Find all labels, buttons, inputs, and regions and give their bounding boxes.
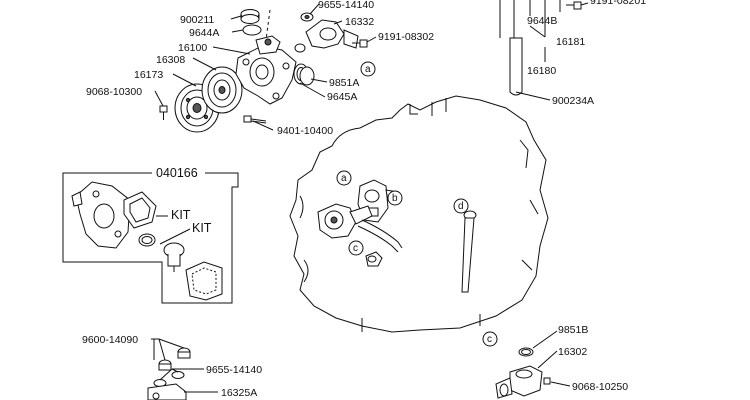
callout-d-engine: d — [453, 198, 469, 214]
callout-a-engine: a — [336, 170, 352, 186]
leader-lines-bottom-left — [151, 338, 218, 393]
bottom-right-fittings — [495, 347, 551, 399]
label-16325A: 16325A — [221, 387, 257, 399]
label-16181: 16181 — [556, 36, 585, 48]
label-9644A: 9644A — [189, 27, 219, 39]
label-9644B: 9644B — [527, 15, 557, 27]
label-9191-08302: 9191-08302 — [378, 31, 434, 43]
water-pump-body-16100 — [235, 35, 297, 105]
label-16180: 16180 — [527, 65, 556, 77]
bypass-pipe-assembly — [499, 0, 582, 96]
kit-cover-gasket — [185, 261, 223, 301]
label-16100: 16100 — [178, 42, 207, 54]
label-16308: 16308 — [156, 54, 185, 66]
label-9401-10400: 9401-10400 — [277, 125, 333, 137]
bolt-9068-10250 — [543, 377, 551, 385]
washer-9655-14140-bottom — [153, 371, 185, 387]
gasket-square — [123, 191, 157, 229]
plug-9600-14090 — [158, 347, 191, 371]
leader-lines-pipe — [515, 0, 589, 101]
label-9068-10300: 9068-10300 — [86, 86, 142, 98]
leader-lines-kit — [156, 215, 191, 245]
housing-16302 — [495, 365, 543, 399]
label-16302: 16302 — [558, 346, 587, 358]
label-9191-08201: 9191-08201 — [590, 0, 646, 7]
pulley-16308 — [201, 66, 243, 114]
callout-b-engine: b — [387, 190, 403, 206]
thermostat-housing-16332 — [294, 19, 359, 53]
labels-bottom-right: 9851B 16302 9068-10250 — [558, 324, 628, 393]
label-9655-14140-top: 9655-14140 — [318, 0, 374, 11]
labels-bottom-left: 9600-14090 9655-14140 16325A — [82, 334, 262, 399]
pipe-16180 — [509, 37, 523, 96]
fitting-16325A — [147, 383, 187, 400]
labels-pump: 900211 9644A 16100 16308 16173 9068-1030… — [86, 0, 434, 137]
labels-pipe: 9644B 9191-08201 16181 16180 900234A — [527, 0, 646, 107]
bolt-9401-10400 — [243, 115, 267, 124]
label-9851B: 9851B — [558, 324, 588, 336]
label-900211: 900211 — [180, 14, 214, 26]
o-ring-9851A — [299, 66, 315, 86]
callout-a-top: a — [360, 61, 376, 77]
bolt-9191-08302 — [352, 39, 368, 48]
label-kit-2: KIT — [192, 221, 212, 235]
callout-d-engine-letter: d — [458, 201, 464, 212]
gasket-9644A — [242, 24, 262, 36]
bolt-9068-10300 — [159, 105, 168, 120]
leader-lines-pump — [154, 3, 377, 131]
label-kit-1: KIT — [171, 208, 191, 222]
label-16173: 16173 — [134, 69, 163, 81]
label-9645A: 9645A — [327, 91, 357, 103]
callout-c-engine-letter: c — [353, 243, 358, 254]
water-pump-assembly — [159, 9, 368, 133]
bolt-9191-08201 — [566, 1, 582, 10]
cap-900211 — [240, 9, 260, 24]
leader-lines-bottom-right — [532, 330, 571, 387]
label-040166: 040166 — [156, 166, 198, 180]
kit-thermostat — [163, 242, 185, 272]
label-9851A: 9851A — [329, 77, 359, 89]
engine-fitting-c — [365, 251, 383, 267]
label-900234A: 900234A — [552, 95, 594, 107]
engine-water-pump — [317, 203, 373, 239]
callout-b-engine-letter: b — [392, 193, 398, 204]
labels-kit: 040166 KIT KIT — [156, 166, 212, 235]
engine-pipe-d — [461, 210, 477, 293]
label-9655-14140-bottom: 9655-14140 — [206, 364, 262, 376]
callout-c-engine: c — [348, 240, 364, 256]
label-9068-10250: 9068-10250 — [572, 381, 628, 393]
gasket-kit-040166 — [62, 172, 239, 304]
washer-9655-14140 — [300, 12, 314, 22]
callout-c-bottom: c — [482, 331, 498, 347]
kit-frame — [62, 172, 239, 304]
bypass-hose — [357, 225, 399, 253]
callout-a-top-letter: a — [365, 64, 371, 75]
label-9600-14090: 9600-14090 — [82, 334, 138, 346]
callout-c-bottom-letter: c — [487, 334, 492, 345]
label-16332: 16332 — [345, 16, 374, 28]
callout-a-engine-letter: a — [341, 173, 347, 184]
